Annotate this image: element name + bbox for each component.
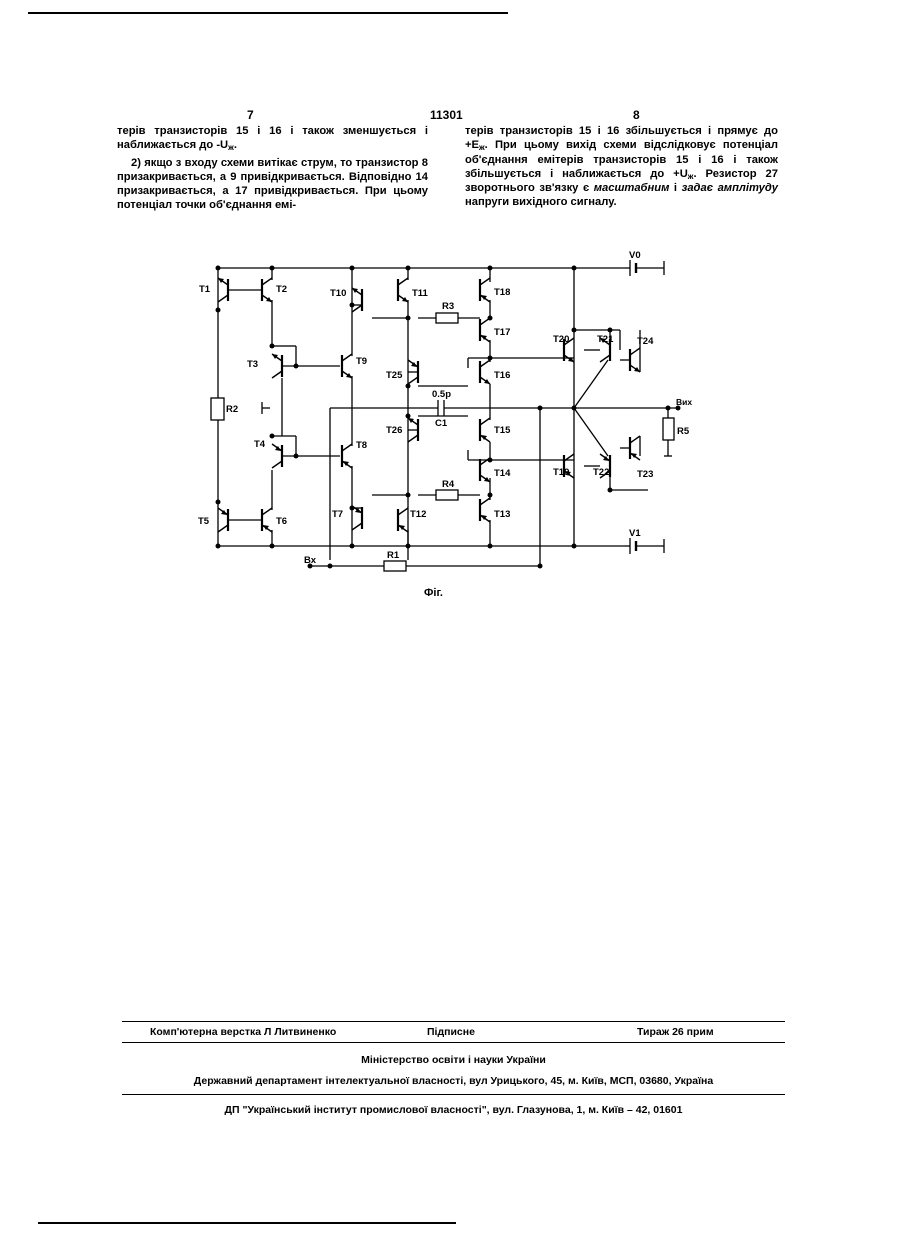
label-t10: T10 [330, 288, 346, 299]
label-r1: R1 [387, 550, 400, 561]
label-r4: R4 [442, 479, 455, 490]
label-t18: T18 [494, 287, 510, 298]
label-c1-value: 0.5p [432, 389, 451, 400]
label-t11: T11 [412, 288, 429, 299]
label-r3: R3 [442, 301, 454, 312]
label-t1: T1 [199, 284, 211, 295]
footer-department: Державний департамент інтелектуальної вл… [122, 1075, 785, 1087]
label-t2: T2 [276, 284, 287, 295]
footer-layout-credit: Комп'ютерна верстка Л Литвиненко [150, 1026, 336, 1038]
bottom-rule [38, 1222, 456, 1224]
label-t3: T3 [247, 359, 258, 370]
label-r2: R2 [226, 404, 238, 415]
label-v0: V0 [629, 250, 641, 261]
label-t20: T20 [553, 334, 569, 345]
label-t5: T5 [198, 516, 210, 527]
label-t17: T17 [494, 327, 510, 338]
label-t9: T9 [356, 356, 367, 367]
label-t19: T19 [553, 467, 569, 478]
footer-institute: ДП "Український інститут промислової вла… [122, 1104, 785, 1116]
footer-rule-top [122, 1021, 785, 1022]
label-c1: C1 [435, 418, 448, 429]
label-t22: T22 [593, 467, 609, 478]
label-r5: R5 [677, 426, 690, 437]
label-t14: T14 [494, 468, 511, 479]
label-t26: T26 [386, 425, 402, 436]
label-t12: T12 [410, 509, 426, 520]
label-t7: T7 [332, 509, 343, 520]
label-t13: T13 [494, 509, 510, 520]
footer-rule-mid [122, 1042, 785, 1043]
label-t23: T23 [637, 469, 653, 480]
label-t4: T4 [254, 439, 266, 450]
figure-caption: Фіг. [424, 587, 443, 599]
footer-signed: Підписне [427, 1026, 475, 1038]
label-v1: V1 [629, 528, 641, 539]
label-t8: T8 [356, 440, 367, 451]
footer-rule-bottom [122, 1094, 785, 1095]
label-t6: T6 [276, 516, 287, 527]
footer-circulation: Тираж 26 прим [637, 1026, 714, 1038]
label-t15: T15 [494, 425, 511, 436]
label-input: Вх [304, 555, 317, 566]
footer-ministry: Міністерство освіти і науки України [122, 1054, 785, 1066]
label-t16: T16 [494, 370, 510, 381]
label-t21: T21 [597, 334, 614, 345]
label-t24: T24 [637, 336, 654, 347]
label-t25: T25 [386, 370, 403, 381]
label-output: Вих [676, 397, 692, 407]
